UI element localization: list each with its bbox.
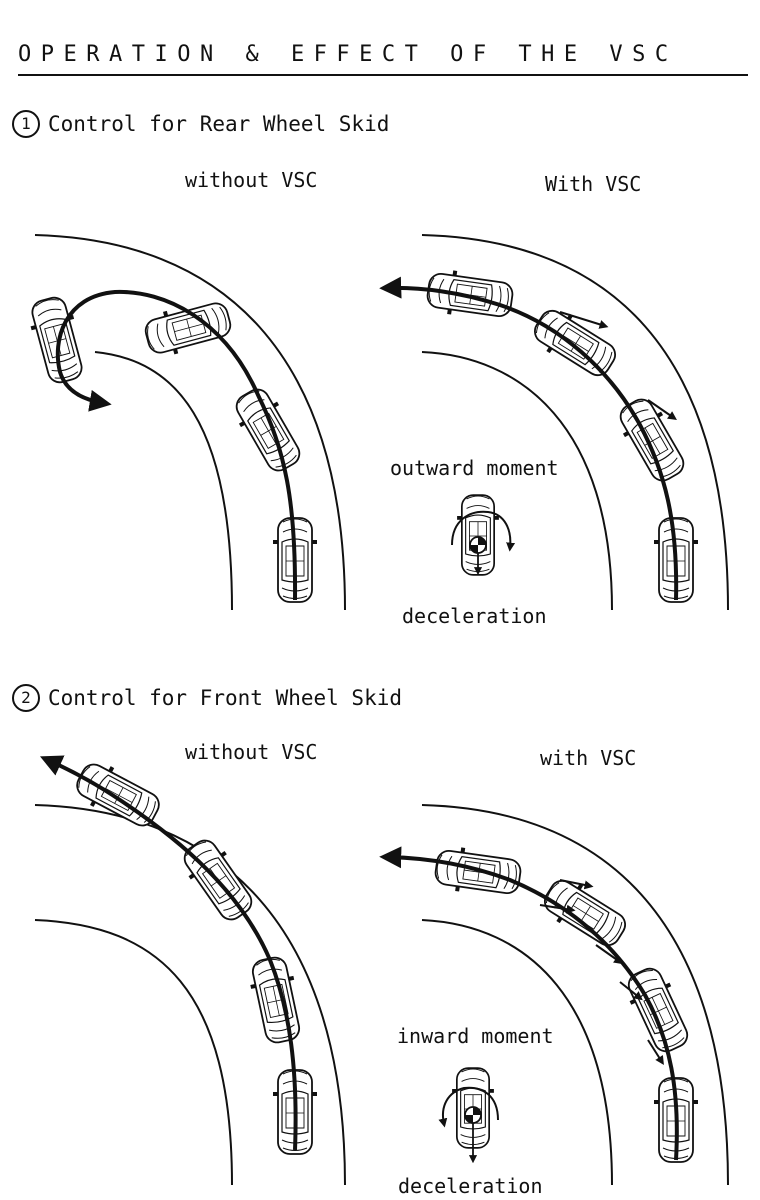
s2-decel-label: deceleration [398,1174,543,1198]
s2-left-label: without VSC [185,740,318,764]
s1-moment-car [451,494,516,576]
s1-right-road [421,234,729,611]
s2-left-road [34,804,346,1186]
s1-left-trajectory [55,289,298,601]
s1-decel-label: deceleration [402,604,547,628]
s1-moment-label: outward moment [390,456,559,480]
section1-title: Control for Rear Wheel Skid [48,112,390,136]
circled-number-icon: 1 [12,110,40,138]
s2-left-trajectory [39,755,298,1151]
s2-force-arrow [539,904,576,914]
s1-left-cars [23,292,318,603]
s2-force-arrow [647,1039,664,1066]
s2-force-arrow [559,879,594,890]
s1-left-road [34,234,346,611]
s2-moment-car [438,1067,499,1164]
s1-force-arrow [647,399,677,421]
page-title: OPERATION & EFFECT OF THE VSC [18,40,748,76]
s2-moment-label: inward moment [397,1024,554,1048]
section1-heading: 1 Control for Rear Wheel Skid [12,110,389,138]
s2-force-arrow [595,944,623,965]
s2-right-trajectory [379,846,679,1161]
s2-force-arrow [619,981,643,1001]
section2-title: Control for Front Wheel Skid [48,686,403,710]
s1-force-arrow [559,311,609,329]
s1-right-trajectory [379,276,679,601]
s2-left-cars [69,754,318,1155]
circled-number-icon: 2 [12,684,40,712]
section2-heading: 2 Control for Front Wheel Skid [12,684,402,712]
s2-right-road [421,804,729,1186]
s2-right-label: with VSC [540,746,637,770]
s1-right-label: With VSC [545,172,642,196]
s1-left-label: without VSC [185,168,318,192]
